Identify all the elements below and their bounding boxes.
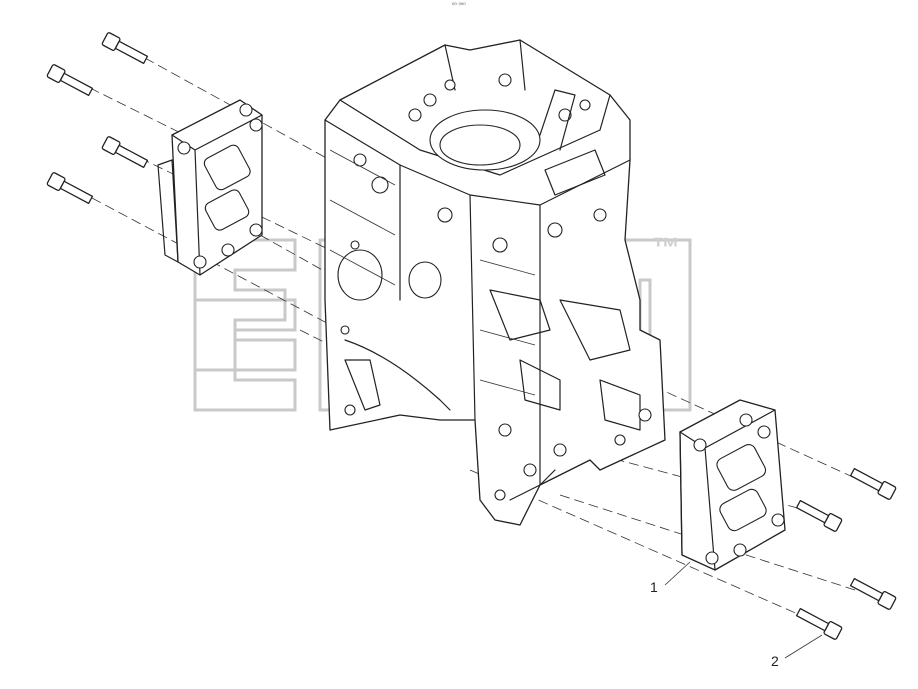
bolt-icon — [46, 172, 94, 205]
bolt-icon — [795, 499, 843, 532]
bolt-icon — [46, 64, 94, 97]
callout-leader-1 — [664, 561, 691, 586]
bracket-right-icon — [679, 399, 786, 571]
callout-leader-2 — [784, 634, 823, 659]
bolt-icon — [101, 136, 149, 169]
callout-label-1: 1 — [650, 579, 658, 595]
bracket-left-icon — [157, 99, 263, 276]
bolt-icon — [849, 577, 897, 610]
engine-block-icon — [324, 39, 666, 526]
header-mark: ⁰⁰ ⁰⁰⁰ — [452, 3, 466, 9]
callout-label-2: 2 — [771, 653, 779, 669]
bolt-icon — [101, 32, 149, 65]
bolt-icon — [849, 467, 897, 500]
watermark-trademark: ™ — [652, 232, 681, 263]
bolt-icon — [795, 607, 843, 640]
